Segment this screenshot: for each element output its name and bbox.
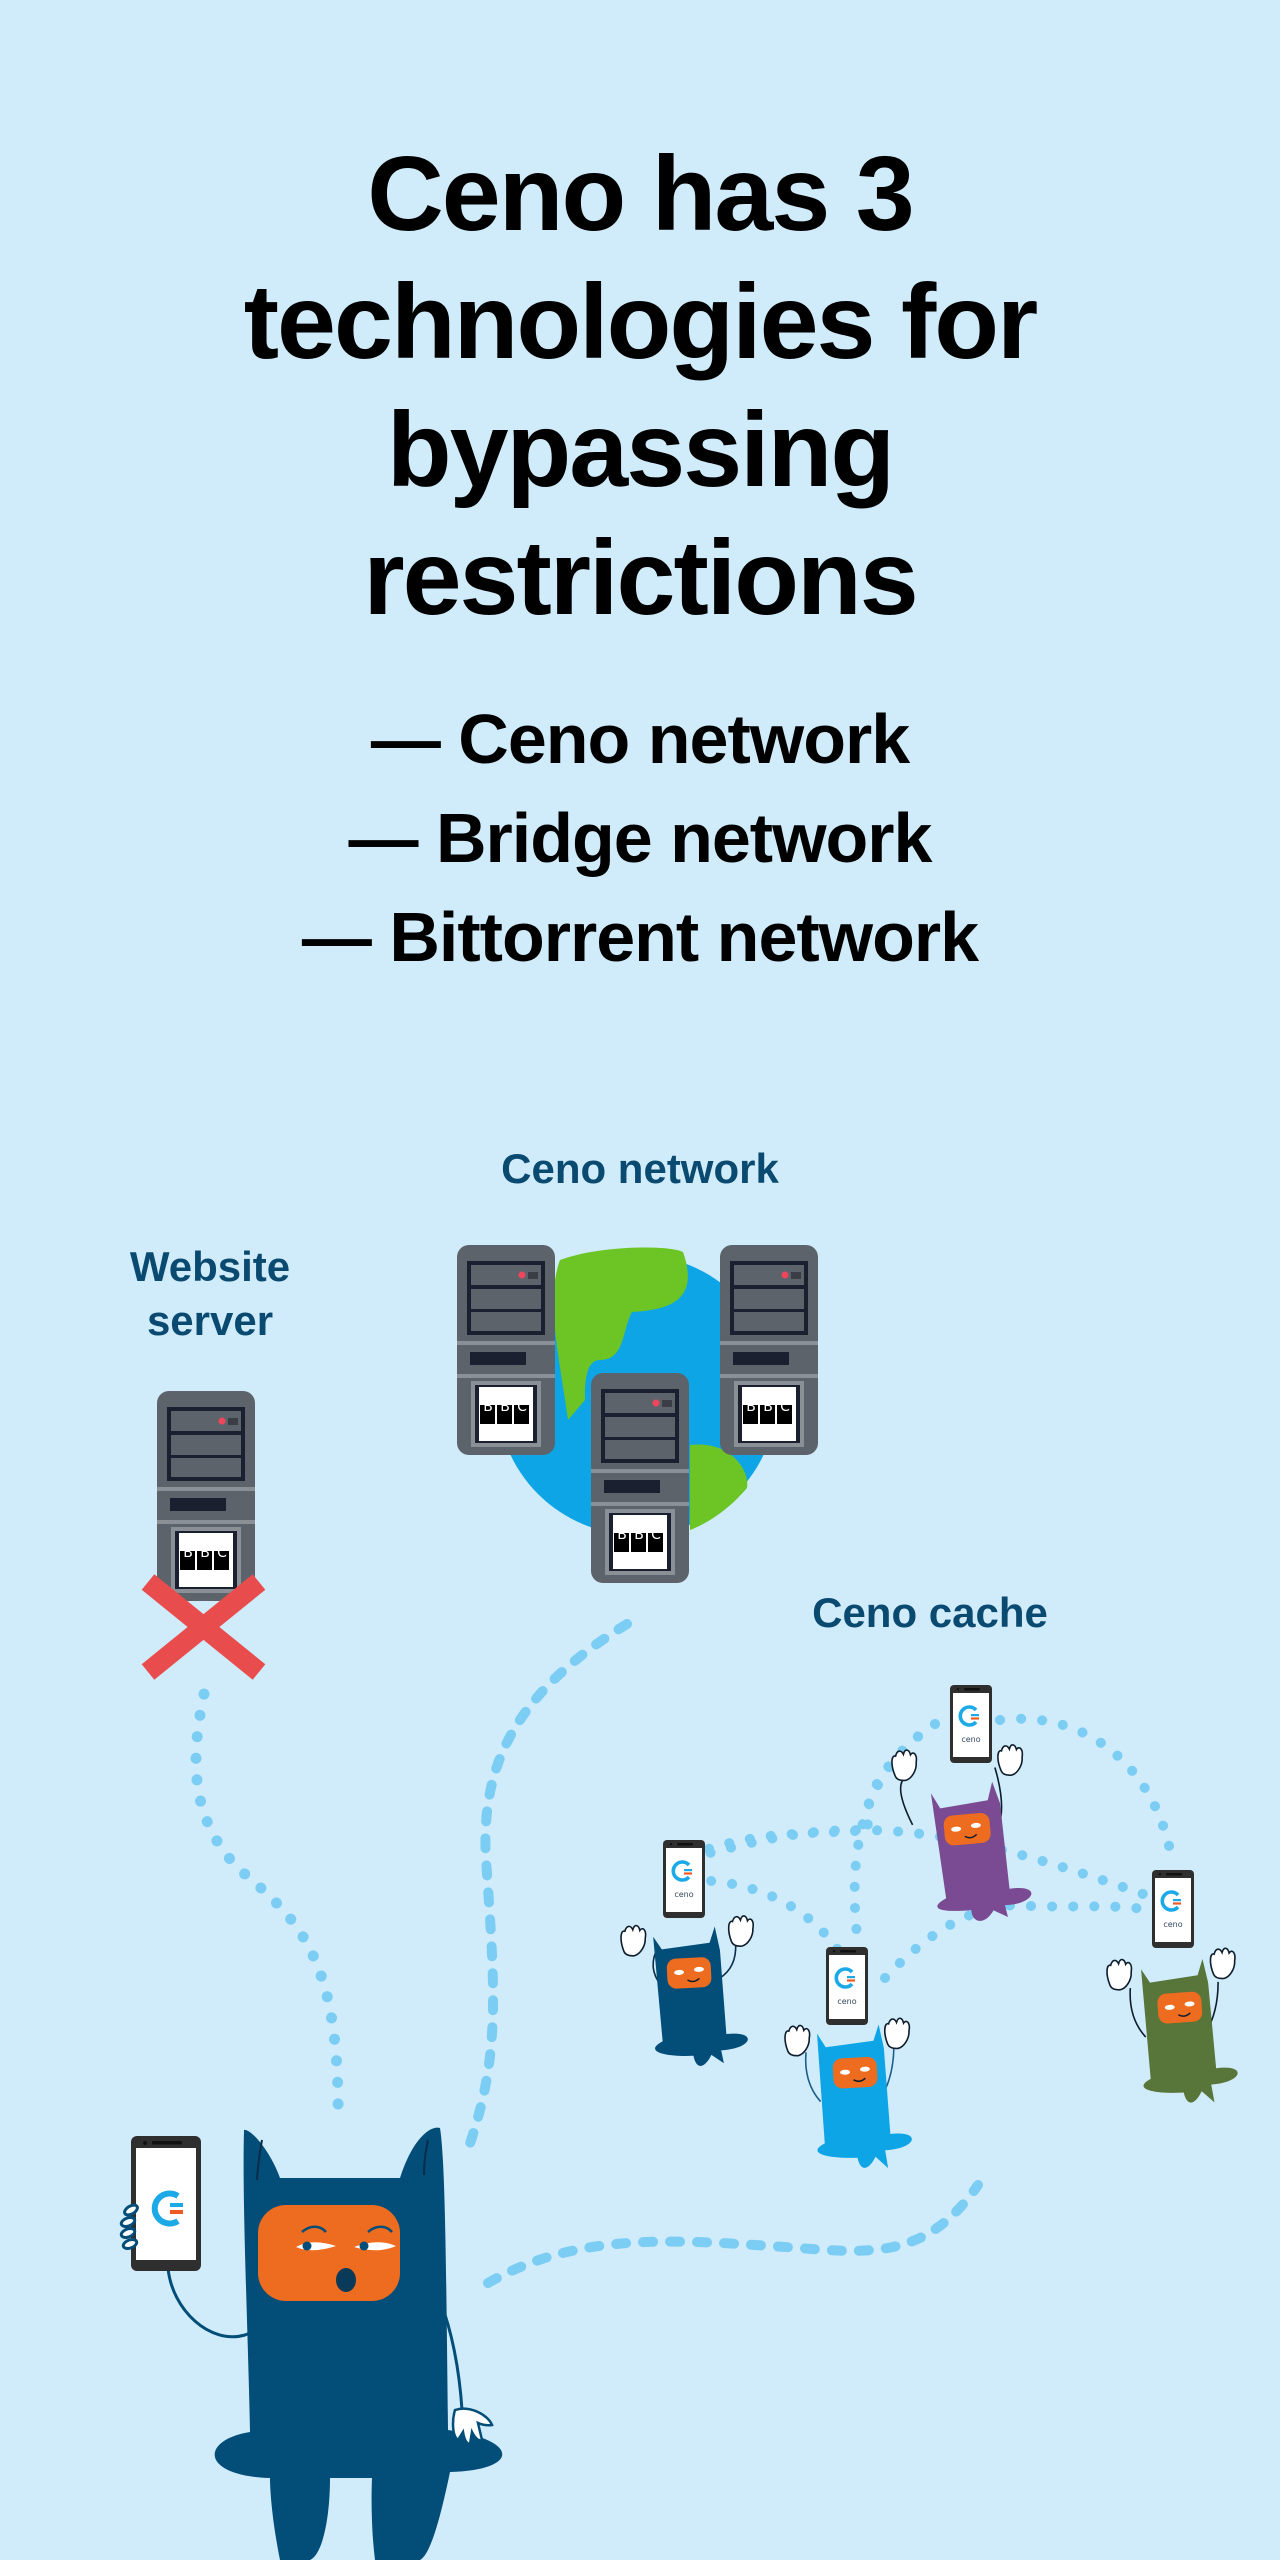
ceno-server-logos: B B C B B C B B C <box>483 1399 790 1543</box>
ceno-network-label: Ceno network <box>501 1145 779 1192</box>
ceno-cache-label: Ceno cache <box>812 1589 1048 1636</box>
headline-line-4: restrictions <box>363 519 918 637</box>
svg-text:ceno: ceno <box>1163 1920 1182 1929</box>
path-navy-to-blue <box>685 1875 843 1955</box>
svg-text:C: C <box>780 1399 790 1415</box>
held-phone-icon <box>131 2136 201 2271</box>
headline-line-2: technologies for <box>243 263 1039 381</box>
ceno-server-right <box>720 1245 818 1455</box>
server-logo-bbc: B B C <box>183 1545 227 1561</box>
ceno-server-left <box>457 1245 555 1455</box>
character-green <box>1105 1946 1238 2103</box>
website-server-label-line-2: server <box>146 1297 274 1344</box>
website-server-label-line-1: Website <box>129 1243 291 1290</box>
tech-item-bridge-network: — Bridge network <box>348 799 933 877</box>
connection-paths <box>190 1619 1175 2288</box>
svg-text:B: B <box>746 1399 756 1415</box>
ceno-server-center <box>591 1373 689 1583</box>
svg-text:B: B <box>183 1545 193 1561</box>
path-ceno-cache-to-user <box>483 2180 983 2288</box>
character-navy <box>619 1914 756 2066</box>
svg-text:B: B <box>763 1399 773 1415</box>
phone-icon-navy <box>661 1838 707 1920</box>
svg-text:B: B <box>617 1527 627 1543</box>
svg-text:C: C <box>651 1527 661 1543</box>
svg-text:B: B <box>634 1527 644 1543</box>
path-cache-top-to-green <box>995 1713 1175 1855</box>
svg-text:ceno: ceno <box>837 1997 856 2006</box>
tech-item-bittorrent-network: — Bittorrent network <box>301 898 979 976</box>
phone-app-labels: ceno ceno ceno ceno <box>674 1735 1182 2006</box>
character-blue <box>783 2016 912 2169</box>
technology-list: — Ceno network — Bridge network — Bittor… <box>0 690 1280 987</box>
phone-icon-blue <box>824 1945 870 2027</box>
website-server-label: Website server <box>90 1240 330 1348</box>
svg-text:C: C <box>517 1399 527 1415</box>
svg-text:C: C <box>217 1545 227 1561</box>
path-blocked-server-to-user <box>190 1688 344 2126</box>
svg-text:ceno: ceno <box>961 1735 980 1744</box>
svg-text:ceno: ceno <box>674 1890 693 1899</box>
phone-icon-green <box>1150 1868 1196 1950</box>
svg-text:B: B <box>200 1545 210 1561</box>
character-purple <box>890 1743 1032 1921</box>
phone-icon-top <box>948 1683 994 1765</box>
main-character <box>119 2127 503 2560</box>
path-navy-to-purple-dots <box>685 1824 1165 1905</box>
headline-line-3: bypassing <box>386 391 895 509</box>
svg-text:B: B <box>483 1399 493 1415</box>
tech-item-ceno-network: — Ceno network <box>370 700 910 778</box>
path-cache-top-to-blue <box>849 1719 940 1940</box>
svg-text:B: B <box>500 1399 510 1415</box>
blocked-x-icon <box>141 1574 266 1680</box>
headline-line-1: Ceno has 3 <box>367 135 915 253</box>
website-server: B B C <box>157 1391 255 1601</box>
lowered-hand-icon <box>451 2407 494 2446</box>
path-blue-to-green <box>880 1900 1165 1983</box>
page-headline: Ceno has 3 technologies for bypassing re… <box>0 130 1280 642</box>
path-ceno-network-to-user <box>461 1619 632 2160</box>
